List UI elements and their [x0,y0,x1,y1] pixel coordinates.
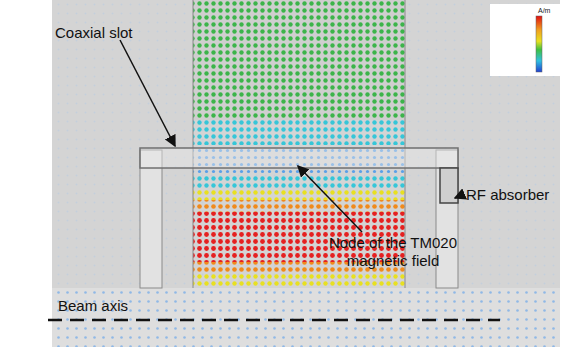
unit-label: A/m [538,7,550,15]
part-label: RF absorber [466,186,549,204]
part-label: Coaxial slot [55,24,133,42]
axis-label: Beam axis [58,297,128,315]
callout-label: Node of the TM020 magnetic field [318,234,468,270]
